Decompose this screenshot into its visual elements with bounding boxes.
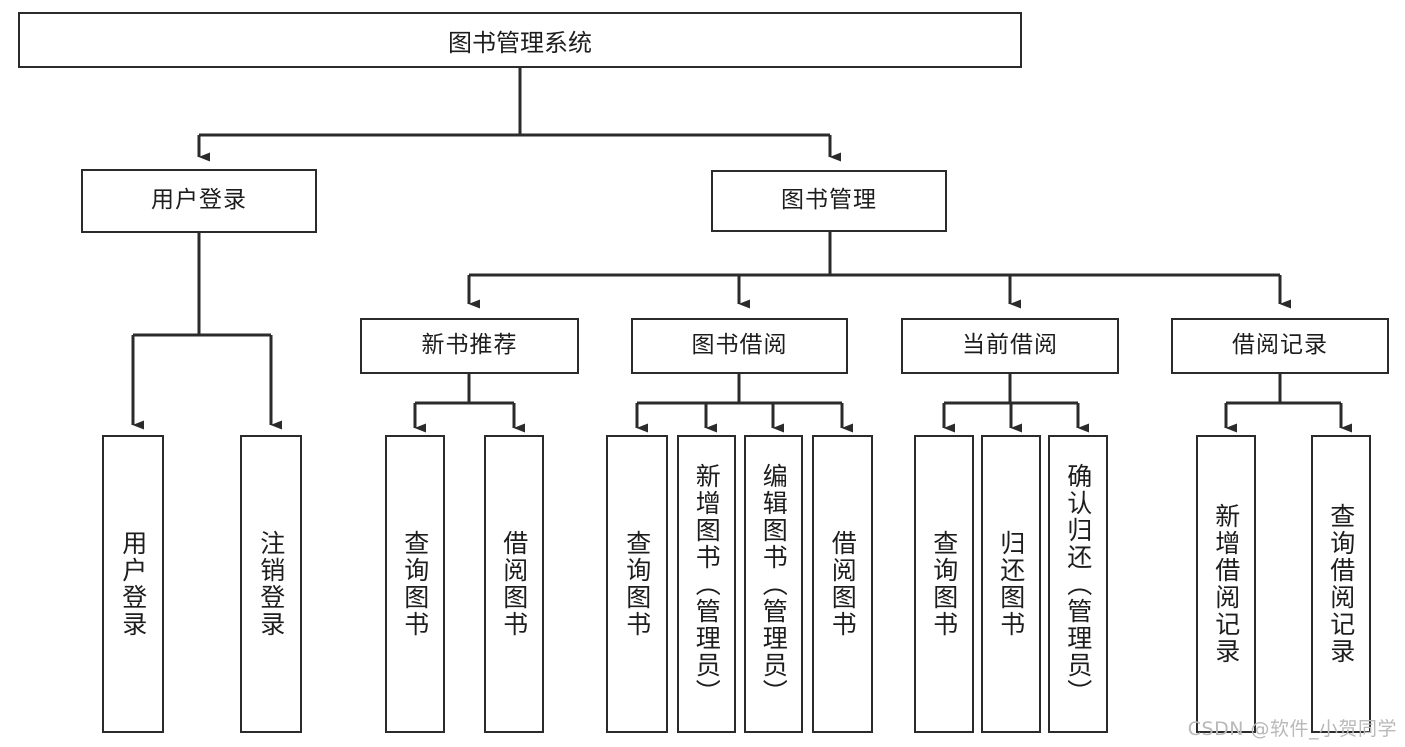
node-leaf-edit-book-label: 编辑图书（管理员） xyxy=(759,462,789,706)
node-new-book-rec[interactable]: 新书推荐 xyxy=(360,318,579,374)
node-leaf-logout-label: 注销登录 xyxy=(256,530,286,638)
node-leaf-borrow-book-1[interactable]: 借阅图书 xyxy=(484,435,544,733)
node-root-label: 图书管理系统 xyxy=(448,28,592,57)
node-leaf-user-login[interactable]: 用户登录 xyxy=(102,435,164,733)
node-borrow-record[interactable]: 借阅记录 xyxy=(1171,318,1389,374)
node-leaf-add-record[interactable]: 新增借阅记录 xyxy=(1196,435,1256,733)
node-root[interactable]: 图书管理系统 xyxy=(18,12,1022,68)
node-leaf-confirm-return-label: 确认归还（管理员） xyxy=(1063,462,1093,706)
csdn-watermark: CSDN @软件_小贺同学 xyxy=(1187,718,1397,740)
node-leaf-return-book[interactable]: 归还图书 xyxy=(981,435,1041,733)
node-leaf-edit-book[interactable]: 编辑图书（管理员） xyxy=(744,435,803,733)
node-book-manage-label: 图书管理 xyxy=(781,187,877,214)
node-leaf-add-record-label: 新增借阅记录 xyxy=(1211,503,1241,665)
node-leaf-add-book-label: 新增图书（管理员） xyxy=(692,462,722,706)
node-leaf-logout[interactable]: 注销登录 xyxy=(240,435,302,733)
node-leaf-return-book-label: 归还图书 xyxy=(996,530,1026,638)
node-book-borrow-label: 图书借阅 xyxy=(691,332,788,359)
node-book-manage[interactable]: 图书管理 xyxy=(711,170,947,232)
node-leaf-query-book-3-label: 查询图书 xyxy=(929,530,959,638)
node-leaf-query-book-1-label: 查询图书 xyxy=(400,530,430,638)
node-leaf-borrow-book-1-label: 借阅图书 xyxy=(499,530,529,638)
node-leaf-user-login-label: 用户登录 xyxy=(118,530,148,638)
node-user-login-label: 用户登录 xyxy=(151,187,247,214)
node-borrow-record-label: 借阅记录 xyxy=(1232,332,1328,359)
node-new-book-rec-label: 新书推荐 xyxy=(421,332,518,359)
node-leaf-query-record[interactable]: 查询借阅记录 xyxy=(1311,435,1371,733)
node-leaf-borrow-book-2[interactable]: 借阅图书 xyxy=(812,435,873,733)
node-leaf-query-book-3[interactable]: 查询图书 xyxy=(914,435,974,733)
node-leaf-query-book-2-label: 查询图书 xyxy=(622,530,652,638)
node-leaf-borrow-book-2-label: 借阅图书 xyxy=(828,530,858,638)
node-user-login[interactable]: 用户登录 xyxy=(81,169,317,233)
node-current-borrow[interactable]: 当前借阅 xyxy=(901,318,1119,374)
node-current-borrow-label: 当前借阅 xyxy=(962,332,1058,359)
node-leaf-add-book[interactable]: 新增图书（管理员） xyxy=(677,435,736,733)
node-leaf-confirm-return[interactable]: 确认归还（管理员） xyxy=(1048,435,1108,733)
node-leaf-query-record-label: 查询借阅记录 xyxy=(1326,503,1356,665)
node-leaf-query-book-2[interactable]: 查询图书 xyxy=(606,435,668,733)
node-book-borrow[interactable]: 图书借阅 xyxy=(631,318,848,374)
node-leaf-query-book-1[interactable]: 查询图书 xyxy=(385,435,445,733)
